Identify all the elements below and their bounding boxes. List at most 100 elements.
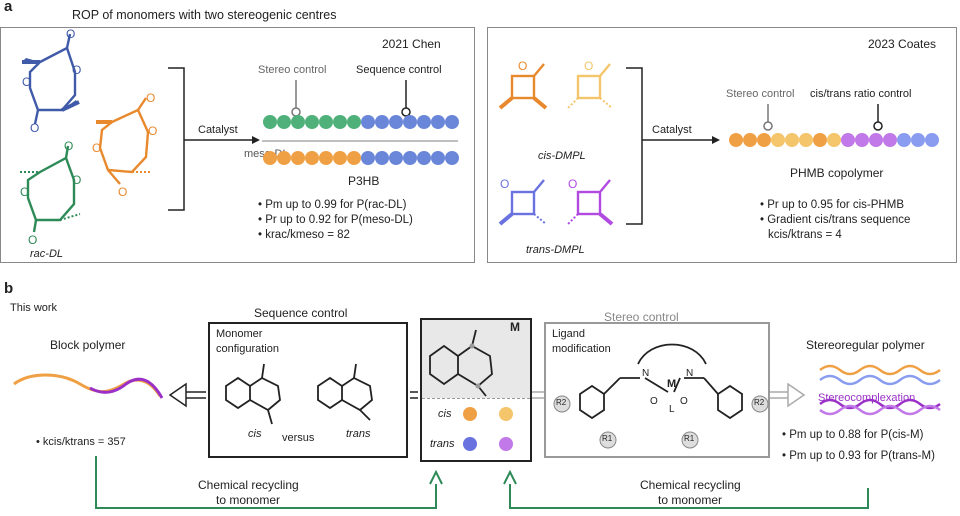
chen-label: 2021 Chen <box>382 37 441 51</box>
coates-bullet-1: • Pr up to 0.95 for cis-PHMB <box>760 199 904 211</box>
sequence-label-left: Sequence control <box>356 64 442 76</box>
coates-label: 2023 Coates <box>868 37 937 51</box>
chen-bullets: • Pm up to 0.99 for P(rac-DL) • Pr up to… <box>258 198 413 243</box>
r2-left-label: R2 <box>556 398 567 407</box>
svg-text:O: O <box>72 173 81 187</box>
legend-dot-lightorange <box>499 407 513 421</box>
stereoregular-label: Stereoregular polymer <box>806 338 925 352</box>
panel-a-left-box <box>0 27 475 263</box>
ligand-n1-label: N <box>642 368 650 379</box>
r2-right-circle <box>751 395 769 413</box>
block-polymer-purple <box>89 377 164 399</box>
cis-label: cis <box>248 428 262 440</box>
panel-label-a: a <box>4 0 13 15</box>
legend-dot-purple <box>499 437 513 451</box>
recycle-right-line1: Chemical recycling <box>640 478 741 492</box>
cis-dmpl-label: cis-DMPL <box>538 150 586 162</box>
chen-bullet-2: • Pr up to 0.92 for P(meso-DL) <box>258 214 413 226</box>
ligand-line2: modification <box>552 343 611 355</box>
svg-text:O: O <box>118 185 127 199</box>
r1-left-circle <box>599 431 617 449</box>
rac-label: rac-DL <box>30 248 64 260</box>
r2-right-label: R2 <box>754 398 765 407</box>
panel-label-b: b <box>4 280 14 297</box>
r1-right-label: R1 <box>684 434 695 443</box>
b-bullet-1: • Pm up to 0.88 for P(cis-M) <box>782 429 924 441</box>
trans-monomer-structure <box>317 363 373 421</box>
stereoregular-orange-wave <box>819 364 941 376</box>
chain-bottom <box>263 151 459 165</box>
ratio-label: cis/trans ratio control <box>810 88 912 100</box>
coates-bullet-2: • Gradient cis/trans sequence <box>760 214 911 226</box>
coates-bullet-3: kcis/ktrans = 4 <box>768 229 842 241</box>
monomer-config-box <box>208 322 408 458</box>
ligand-metal-label: M <box>667 378 677 390</box>
ligand-box <box>544 322 770 458</box>
svg-text:O: O <box>72 63 81 77</box>
stereo-control-label: Stereo control <box>604 310 679 324</box>
recycle-right-line2: to monomer <box>658 493 723 507</box>
coates-bullets: • Pr up to 0.95 for cis-PHMB • Gradient … <box>760 198 910 243</box>
monomer-config-line2: configuration <box>216 343 279 355</box>
svg-text:O: O <box>20 185 29 199</box>
ligand-l-label: L <box>669 404 675 415</box>
trans-dmpl-label: trans-DMPL <box>526 244 585 256</box>
this-work-label: This work <box>10 302 58 314</box>
salen-ligand <box>579 343 743 420</box>
trans-label: trans <box>346 428 371 440</box>
stereo-label-left: Stereo control <box>258 64 327 76</box>
r1-right-circle <box>681 431 699 449</box>
chen-bullet-3: • krac/kmeso = 82 <box>258 229 350 241</box>
ligand-line1: Ligand <box>552 328 586 340</box>
svg-text:O: O <box>518 59 527 73</box>
versus-label: versus <box>282 432 315 444</box>
svg-text:O: O <box>500 177 509 191</box>
chen-bullet-1: • Pm up to 0.99 for P(rac-DL) <box>258 199 407 211</box>
monomer-config-line1: Monomer <box>216 328 263 340</box>
svg-text:O: O <box>146 91 155 105</box>
ligand-o1-label: O <box>650 396 658 407</box>
catalyst-label-left: Catalyst <box>198 124 238 136</box>
stereocomplex-wave-2 <box>819 404 941 416</box>
stereocomplex-wave-1 <box>819 398 941 410</box>
panel-b-right-bullets: • Pm up to 0.88 for P(cis-M) • Pm up to … <box>782 428 935 464</box>
recycle-left-arrowhead <box>429 469 443 485</box>
p3hb-label: P3HB <box>348 174 380 188</box>
svg-text:O: O <box>92 141 101 155</box>
m-monomer-structure <box>429 329 493 397</box>
chain-top <box>263 115 459 129</box>
svg-text:O: O <box>28 233 37 247</box>
block-polymer-label: Block polymer <box>50 338 126 352</box>
stereocomplexation-label: Stereocomplexation <box>818 392 916 404</box>
legend-dot-orange <box>463 407 477 421</box>
recycle-right-arrowhead <box>503 469 517 485</box>
stereo-label-right: Stereo control <box>726 88 795 100</box>
recycle-left-line2: to monomer <box>216 493 281 507</box>
svg-text:O: O <box>64 139 73 153</box>
legend-dot-blue <box>463 437 477 451</box>
svg-text:O: O <box>568 177 577 191</box>
svg-text:O: O <box>584 59 593 73</box>
ligand-n2-label: N <box>686 368 694 379</box>
recycle-right-path <box>509 478 869 509</box>
m-stereocentre-1 <box>469 343 475 349</box>
catalyst-label-right: Catalyst <box>652 124 692 136</box>
legend-cis-label: cis <box>438 408 452 420</box>
panel-a-right-box <box>487 27 957 263</box>
svg-text:O: O <box>66 27 75 41</box>
phmb-chain <box>729 133 939 147</box>
legend-box <box>422 398 530 460</box>
legend-trans-label: trans <box>430 438 455 450</box>
cis-monomer-structure <box>225 363 281 425</box>
ligand-o2-label: O <box>680 396 688 407</box>
svg-text:O: O <box>30 121 39 135</box>
sequence-control-label: Sequence control <box>254 306 348 320</box>
m-stereocentre-2 <box>475 383 481 389</box>
recycle-left-line1: Chemical recycling <box>198 478 299 492</box>
r2-left-circle <box>553 395 571 413</box>
svg-text:O: O <box>22 75 31 89</box>
